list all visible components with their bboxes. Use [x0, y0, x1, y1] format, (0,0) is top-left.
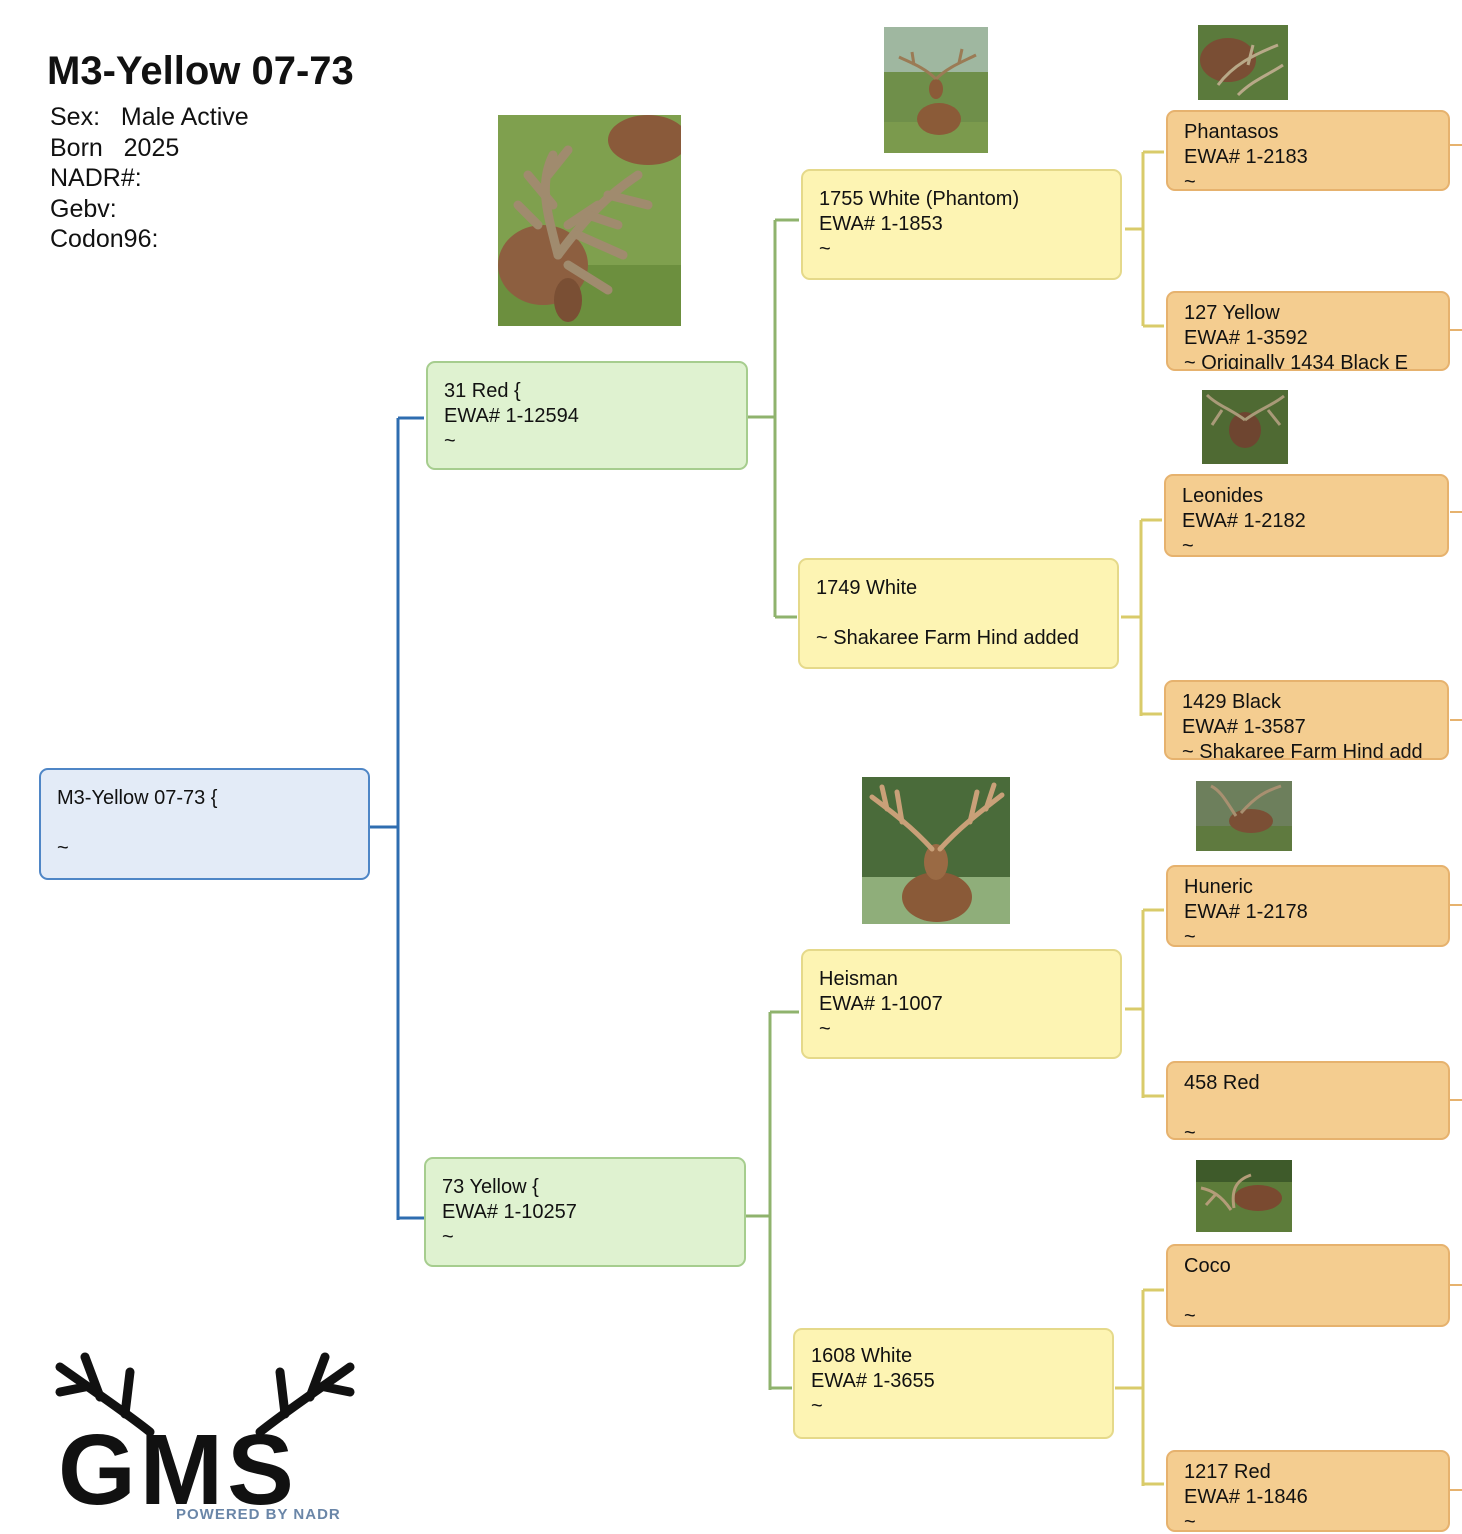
gebv-row: Gebv:: [50, 194, 249, 225]
ancestor-ewa: EWA# 1-2182: [1182, 510, 1306, 532]
ancestor-name: 1429 Black: [1182, 691, 1281, 713]
nadr-label: NADR#:: [50, 164, 142, 192]
ancestor-ewa: EWA# 1-2183: [1184, 146, 1308, 168]
dam-notes: ~: [442, 1226, 454, 1248]
subject-notes: ~: [57, 837, 69, 859]
ancestor-name: 1217 Red: [1184, 1461, 1271, 1483]
ancestor-ewa: EWA# 1-3587: [1182, 716, 1306, 738]
grandparent-ewa: EWA# 1-1853: [819, 213, 943, 235]
subject-connector: [370, 416, 424, 1220]
grandparent-name: Heisman: [819, 968, 898, 990]
grandparent-name: 1755 White (Phantom): [819, 188, 1020, 210]
ancestor-ewa: EWA# 1-1846: [1184, 1486, 1308, 1508]
ancestor-name: Phantasos: [1184, 121, 1279, 143]
gebv-label: Gebv:: [50, 194, 117, 223]
pedigree-subject-card[interactable]: M3-Yellow 07-73 { ~: [39, 768, 370, 880]
ancestor-name: Leonides: [1182, 485, 1264, 507]
grandparent-card[interactable]: 1608 White EWA# 1-3655 ~: [793, 1328, 1114, 1439]
great-grandparent-card[interactable]: 127 Yellow EWA# 1-3592 ~ Originally 1434…: [1166, 291, 1450, 371]
parent-connectors: [746, 218, 799, 1390]
sire-photo[interactable]: [498, 115, 681, 326]
grandparent-ewa: EWA# 1-3655: [811, 1370, 935, 1392]
ancestor-notes: ~ Originally 1434 Black E: [1184, 352, 1409, 371]
ancestor-photo[interactable]: [1196, 781, 1292, 851]
grandparent-name: 1608 White: [811, 1345, 913, 1367]
grandparent-card[interactable]: 1749 White ~ Shakaree Farm Hind added: [798, 558, 1119, 669]
nadr-row: NADR#:: [50, 163, 249, 194]
grandparent-notes: ~: [811, 1395, 823, 1417]
animal-info: Sex: Male Active Born 2025 NADR#: Gebv: …: [50, 102, 249, 255]
ancestor-notes: ~ Shakaree Farm Hind add: [1182, 741, 1423, 760]
grandparent-notes: ~: [819, 238, 831, 260]
grandparent-card[interactable]: 1755 White (Phantom) EWA# 1-1853 ~: [801, 169, 1122, 280]
ancestor-name: Huneric: [1184, 876, 1253, 898]
logo-brand: GMS: [58, 1414, 298, 1526]
sire-ewa: EWA# 1-12594: [444, 405, 579, 427]
ancestor-ewa: [1184, 1096, 1432, 1121]
ancestor-photo[interactable]: [1196, 1160, 1292, 1232]
grandparent-ewa: EWA# 1-1007: [819, 993, 943, 1015]
sex-label: Sex:: [50, 103, 101, 131]
grandsire-photo[interactable]: [862, 777, 1010, 924]
dam-ewa: EWA# 1-10257: [442, 1201, 577, 1223]
ancestor-notes: ~: [1184, 1122, 1196, 1140]
logo-tagline: POWERED BY NADR: [176, 1506, 341, 1523]
ancestor-photo[interactable]: [1198, 25, 1288, 100]
ancestor-notes: ~: [1184, 1511, 1196, 1532]
ancestor-name: 127 Yellow: [1184, 302, 1280, 324]
codon-label: Codon96:: [50, 225, 159, 253]
grandparent-notes: ~ Shakaree Farm Hind added: [816, 627, 1079, 649]
sire-name: 31 Red {: [444, 380, 521, 402]
ancestor-notes: ~: [1184, 926, 1196, 947]
born-label: Born: [50, 133, 103, 162]
subject-name: M3-Yellow 07-73 {: [57, 787, 218, 809]
great-grandparent-card[interactable]: 1217 Red EWA# 1-1846 ~: [1166, 1450, 1450, 1532]
edge-stubs: [1450, 144, 1462, 1491]
ancestor-name: 458 Red: [1184, 1072, 1260, 1094]
subject-id: [57, 811, 352, 836]
sire-notes: ~: [444, 430, 456, 452]
grandparent-ewa: [816, 601, 1101, 626]
ancestor-notes: ~: [1184, 1305, 1196, 1327]
born-row: Born 2025: [50, 133, 249, 164]
grandparent-card[interactable]: Heisman EWA# 1-1007 ~: [801, 949, 1122, 1059]
great-grandparent-card[interactable]: 458 Red ~: [1166, 1061, 1450, 1140]
grandparent-name: 1749 White: [816, 577, 918, 599]
sex-row: Sex: Male Active: [50, 102, 249, 133]
dam-name: 73 Yellow {: [442, 1176, 539, 1198]
ancestor-ewa: EWA# 1-2178: [1184, 901, 1308, 923]
grandsire-photo[interactable]: [884, 27, 988, 153]
codon-row: Codon96:: [50, 224, 249, 255]
born-value: 2025: [123, 133, 180, 162]
ancestor-ewa: [1184, 1279, 1432, 1304]
sire-card[interactable]: 31 Red { EWA# 1-12594 ~: [426, 361, 748, 470]
ancestor-ewa: EWA# 1-3592: [1184, 327, 1308, 349]
great-grandparent-card[interactable]: Huneric EWA# 1-2178 ~: [1166, 865, 1450, 947]
gms-logo: [55, 1352, 355, 1437]
ancestor-notes: ~: [1182, 535, 1194, 557]
great-grandparent-card[interactable]: Phantasos EWA# 1-2183 ~: [1166, 110, 1450, 191]
sex-value: Male Active: [120, 103, 249, 131]
grandparent-connectors: [1115, 150, 1164, 1486]
great-grandparent-card[interactable]: 1429 Black EWA# 1-3587 ~ Shakaree Farm H…: [1164, 680, 1449, 760]
ancestor-photo[interactable]: [1202, 390, 1288, 464]
ancestor-name: Coco: [1184, 1255, 1231, 1277]
page-title: M3-Yellow 07-73: [47, 49, 354, 93]
ancestor-notes: ~: [1184, 171, 1196, 191]
great-grandparent-card[interactable]: Coco ~: [1166, 1244, 1450, 1327]
dam-card[interactable]: 73 Yellow { EWA# 1-10257 ~: [424, 1157, 746, 1267]
great-grandparent-card[interactable]: Leonides EWA# 1-2182 ~: [1164, 474, 1449, 557]
grandparent-notes: ~: [819, 1018, 831, 1040]
